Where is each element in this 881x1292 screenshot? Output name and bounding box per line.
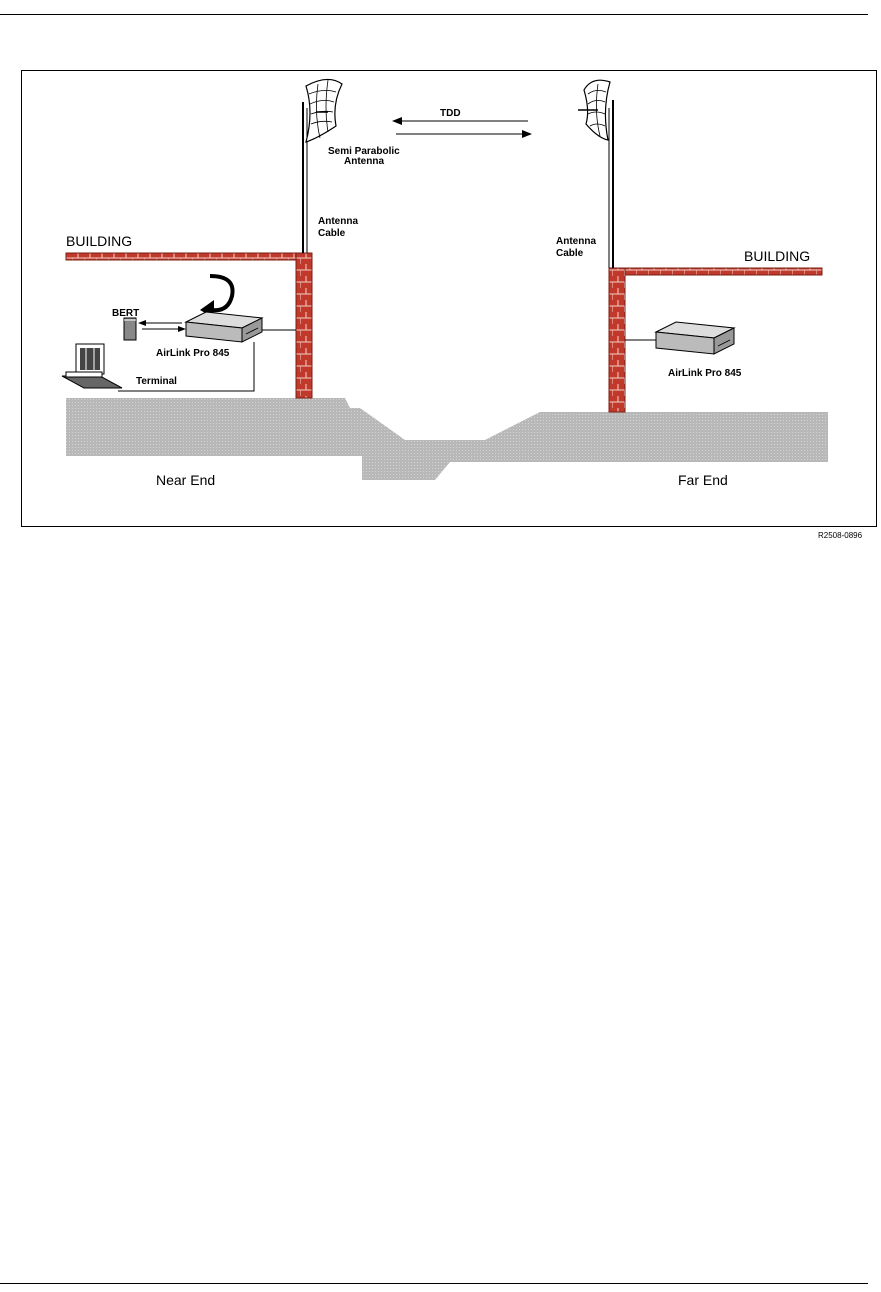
footer-rule xyxy=(0,1283,868,1284)
loopback-arrow-icon xyxy=(200,276,233,318)
left-building-roof xyxy=(66,253,312,260)
right-building-roof xyxy=(609,268,822,275)
antenna-label-line2: Antenna xyxy=(344,156,384,167)
left-antenna-dish-icon xyxy=(306,79,342,142)
right-antenna-dish-icon xyxy=(578,80,610,140)
far-end-device-label: AirLink Pro 845 xyxy=(668,368,742,379)
bert-device-icon xyxy=(124,318,136,340)
right-building-label: BUILDING xyxy=(744,248,810,264)
terminal-label: Terminal xyxy=(136,376,177,387)
tdd-label: TDD xyxy=(440,108,461,119)
left-antenna-cable-label-line1: Antenna xyxy=(318,216,358,227)
far-end-label: Far End xyxy=(678,472,728,488)
left-antenna-cable-label-line2: Cable xyxy=(318,228,346,239)
left-building-wall xyxy=(296,253,312,398)
right-antenna-cable-label-line2: Cable xyxy=(556,248,584,259)
left-building-label: BUILDING xyxy=(66,233,132,249)
terminal-pc-icon xyxy=(62,344,122,388)
near-end-device-label: AirLink Pro 845 xyxy=(156,348,230,359)
bert-label: BERT xyxy=(112,308,139,319)
figure-code: R2508-0896 xyxy=(818,531,863,540)
tdd-arrows xyxy=(392,117,532,138)
near-end-label: Near End xyxy=(156,472,215,488)
right-building-wall xyxy=(609,268,625,412)
far-end-device-icon xyxy=(625,322,734,354)
near-end-device-icon xyxy=(186,312,262,342)
ground-terrain xyxy=(66,398,828,480)
bert-link-arrows xyxy=(138,320,186,332)
right-antenna-cable-label-line1: Antenna xyxy=(556,236,596,247)
